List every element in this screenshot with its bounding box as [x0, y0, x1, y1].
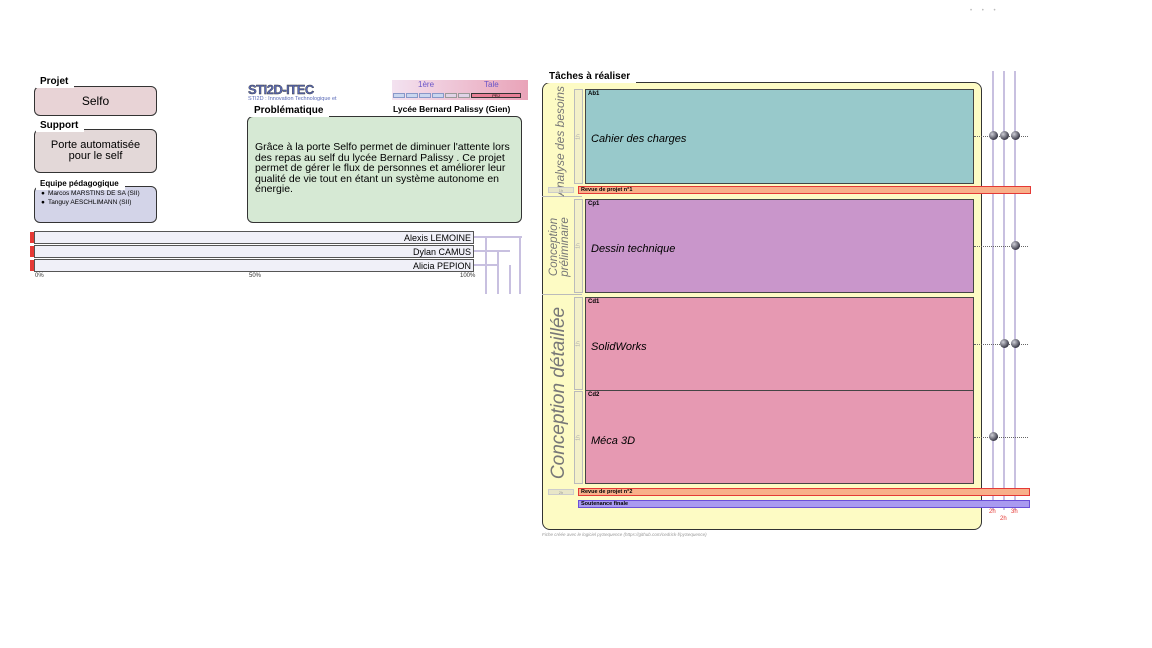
logo-title: STI2D-ITEC [248, 82, 315, 97]
task-title: SolidWorks [591, 341, 647, 353]
review-tag: 2h [548, 489, 574, 495]
student-line [1014, 71, 1016, 510]
equipe-box: ●Marcos MARSTINS DE SA (SII) ●Tanguy AES… [34, 186, 157, 223]
taches-heading: Tâches à réaliser [545, 71, 637, 83]
projet-box: Selfo [34, 86, 157, 116]
equipe-member: ●Tanguy AESCHLIMANN (SII) [41, 198, 132, 206]
problematique-heading: Problématique [250, 105, 330, 117]
scale-100: 100% [460, 273, 476, 279]
duration-strip: 1h [574, 199, 583, 293]
task-ab1[interactable]: Ab1 Cahier des charges [585, 89, 974, 184]
review-1[interactable]: Revue de projet n°1 [578, 186, 1031, 194]
support-box: Porte automatisée pour le self [34, 129, 157, 173]
phase-divider [542, 294, 582, 295]
task-cd1[interactable]: Cd1 SolidWorks [585, 297, 974, 391]
student-flag [30, 246, 35, 257]
task-code: Cd2 [588, 392, 600, 398]
student-flag [30, 232, 35, 243]
phase-label-preliminaire: Conception préliminaire [548, 217, 571, 277]
hours-label: 2h [989, 509, 996, 515]
level-left: 1ère [418, 80, 435, 89]
assignment-ball [1000, 131, 1009, 140]
support-heading: Support [36, 120, 85, 132]
sti2d-logo: STI2D-ITEC STI2D : Innovation Technologi… [248, 82, 337, 102]
assignment-ball [989, 432, 998, 441]
scale-0: 0% [35, 273, 44, 279]
duration-strip: 1h [574, 297, 583, 390]
phase-label-detaillee: Conception détaillée [548, 306, 569, 480]
assignment-line [974, 437, 1028, 438]
school-name: Lycée Bernard Palissy (Gien) [393, 104, 511, 114]
equipe-heading: Equipe pédagogique [36, 178, 125, 190]
task-cp1[interactable]: Cp1 Dessin technique [585, 199, 974, 293]
problematique-text: Grâce à la porte Selfo permet de diminue… [255, 141, 510, 195]
review-2[interactable]: Revue de projet n°2 [578, 488, 1030, 496]
projet-value: Selfo [81, 94, 110, 108]
level-prj-cell: PRJ [471, 93, 521, 98]
hours-label: 3h [1011, 509, 1018, 515]
task-cd2[interactable]: Cd2 Méca 3D [585, 390, 974, 484]
level-right: Tale [484, 80, 499, 89]
logo-subtitle: STI2D : Innovation Technologique et [248, 96, 337, 102]
window-dots: • • • [970, 8, 1000, 14]
assignment-ball [1011, 241, 1020, 250]
student-flag [30, 260, 35, 271]
task-title: Méca 3D [591, 435, 636, 447]
student-connectors [474, 236, 522, 294]
student-bar: Alexis LEMOINE [34, 231, 474, 244]
duration-strip: 1h [574, 391, 583, 484]
projet-heading: Projet [36, 76, 75, 88]
student-bar: Alicia PEPION [34, 259, 474, 272]
equipe-member: ●Marcos MARSTINS DE SA (SII) [41, 190, 140, 197]
assignment-line [974, 246, 1028, 247]
task-code: Cp1 [588, 201, 600, 207]
footer-credit: Fiche créée avec le logiciel pySequence … [542, 532, 707, 537]
hours-label: 2h [1000, 516, 1007, 522]
student-line [1003, 71, 1005, 510]
student-bar: Dylan CAMUS [34, 245, 474, 258]
task-code: Cd1 [588, 299, 600, 305]
final-defense[interactable]: Soutenance finale [578, 500, 1030, 508]
scale-50: 50% [249, 273, 262, 279]
task-code: Ab1 [588, 91, 600, 97]
student-line [992, 71, 994, 510]
phase-label-analyse: Analyse des besoins [552, 85, 567, 197]
problematique-box: Grâce à la porte Selfo permet de diminue… [247, 116, 522, 223]
level-progress: PRJ [393, 93, 527, 99]
assignment-ball [989, 131, 998, 140]
task-title: Dessin technique [591, 243, 676, 255]
assignment-ball [1000, 339, 1009, 348]
task-title: Cahier des charges [591, 133, 687, 145]
assignment-ball [1011, 131, 1020, 140]
support-value: Porte automatisée pour le self [50, 139, 141, 162]
duration-strip: 1h [574, 89, 583, 184]
review-tag: 1h [548, 187, 574, 193]
phase-divider [542, 196, 582, 197]
assignment-ball [1011, 339, 1020, 348]
